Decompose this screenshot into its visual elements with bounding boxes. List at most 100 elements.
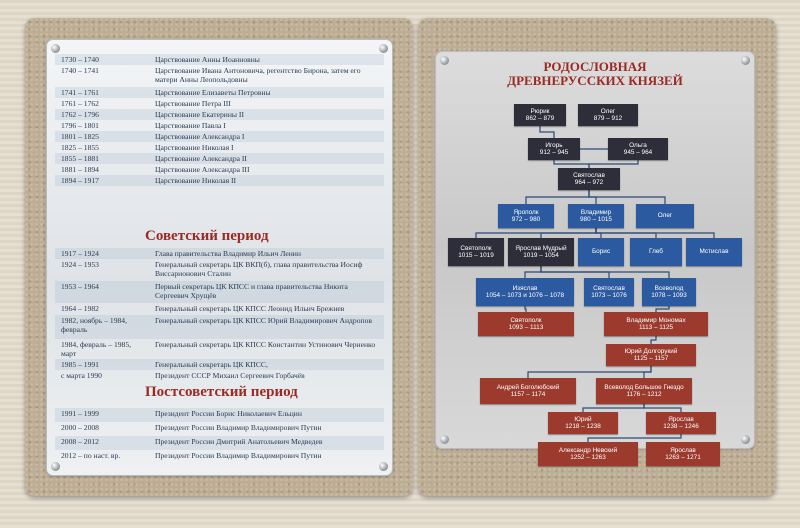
bolt-icon [741,56,750,65]
row-text: Президент России Дмитрий Анатольевич Мед… [155,437,323,446]
tree-connector [595,228,715,238]
node-name: Юрий Долгорукий [624,347,678,355]
bolt-icon [741,435,750,444]
node-years: 1015 – 1019 [458,252,494,259]
post-soviet-period-heading: Постсоветский период [145,384,298,400]
node-years: 1238 – 1246 [663,423,699,430]
row-dates: 1881 – 1894 [61,165,99,174]
row-dates: 1740 – 1741 [61,66,99,75]
tree-connector [643,366,652,378]
row-text: Генеральный секретарь ЦК КПСС Константин… [155,340,376,349]
node-years: 912 – 945 [539,149,569,156]
left-stone-board: Советский период Постсоветский период 17… [25,18,413,496]
bolt-icon [379,44,388,53]
row-text: Царствование Елизаветы Петровны [155,88,271,97]
tree-node-gleb: Глеб [630,238,682,266]
row-dates: 1825 – 1855 [61,143,99,152]
row-band [55,408,384,422]
node-name: Мстислав [699,248,729,256]
node-name: Святослав [593,284,625,292]
row-text: Царствование Петра III [155,99,231,108]
row-dates: 1917 – 1924 [61,249,99,258]
row-text: Генеральный секретарь ЦК КПСС, [155,360,268,369]
tree-connector [524,306,527,312]
row-dates: 2012 – по наст. вр. [61,451,121,460]
row-text: Первый секретарь ЦК КПСС и глава правите… [155,282,348,300]
tree-connector [527,366,652,378]
node-name: Ярослав [668,415,694,423]
timeline-row: 2008 – 2012 Президент России Дмитрий Анат… [55,437,384,451]
timeline-row: 1982, ноябрь – 1984, февраль Генеральный … [55,316,384,340]
node-years: 972 – 980 [511,216,541,223]
tree-connector [588,160,639,168]
row-band [55,248,384,259]
node-name: Борис [591,248,611,256]
genealogy-title-line1: РОДОСЛОВНАЯ [543,59,647,74]
row-text: Царствование Павла I [155,121,226,130]
node-name: Юрий [574,415,592,423]
row-band [55,281,384,303]
rulers-timeline-plate: Советский период Постсоветский период 17… [47,40,392,475]
row-text: Президент России Владимир Владимирович П… [155,423,322,432]
node-years: 1073 – 1076 [591,292,627,299]
node-years: 964 – 972 [574,179,604,186]
row-band [55,54,384,65]
row-band [55,109,384,120]
tree-connector [539,126,555,138]
node-years: 1019 – 1054 [523,252,559,259]
node-name: Владимир [580,208,612,216]
row-band [55,436,384,450]
tree-connector [655,306,670,312]
row-dates: 1796 – 1801 [61,121,99,130]
row-text: Царствование Анны Иоанновны [155,55,260,64]
row-dates: 1982, ноябрь – 1984, февраль [61,316,127,334]
tree-node-mstislav: Мстислав [686,238,742,266]
node-years: 1125 – 1157 [633,355,669,362]
row-text: Царствование Александра II [155,154,247,163]
row-dates: 2000 – 2008 [61,423,99,432]
row-text: Генеральный секретарь ЦК КПСС Юрий Влади… [155,316,372,325]
row-text: Царствование Александра III [155,165,250,174]
node-years: 1113 – 1125 [638,324,674,331]
tree-connector [650,336,657,344]
row-text: Президент России Борис Николаевич Ельцин [155,409,302,418]
tree-node-boris: Борис [578,238,624,266]
row-band [55,131,384,142]
tree-connector [524,266,542,278]
node-years: 879 – 912 [593,115,623,122]
row-text: Генеральный секретарь ЦК КПСС Леонид Иль… [155,304,345,313]
timeline-row: 1740 – 1741 Царствование Ивана Антоновича… [55,66,384,88]
bolt-icon [440,56,449,65]
row-text: Царствование Ивана Антоновича, регентств… [155,66,361,84]
node-years: 1078 – 1093 [651,292,687,299]
node-years: 1157 – 1174 [510,391,546,398]
row-dates: 1730 – 1740 [61,55,99,64]
row-dates: 2008 – 2012 [61,437,99,446]
node-name: Олег [657,212,673,220]
row-dates: 1894 – 1917 [61,176,99,185]
node-name: Святополк [510,316,542,324]
node-name: Глеб [649,248,663,256]
row-dates: 1964 – 1982 [61,304,99,313]
node-name: Ярослав Мудрый [515,244,567,252]
tree-connector [553,160,590,168]
row-text: Президент СССР Михаил Сергеевич Горбачёв [155,371,305,380]
